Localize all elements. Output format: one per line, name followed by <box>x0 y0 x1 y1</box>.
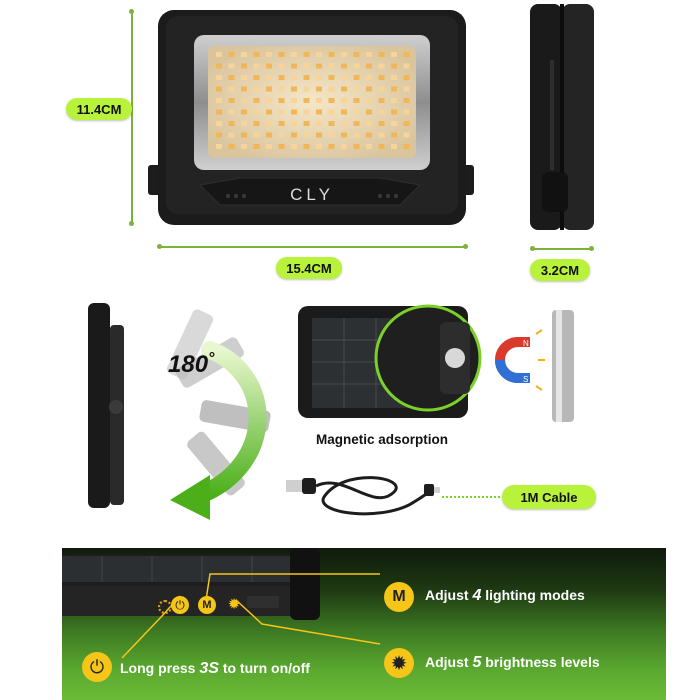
magnetic-illustration: N S <box>290 300 600 430</box>
mode-feature-badge: M <box>384 582 414 612</box>
power-suffix: to turn on/off <box>218 660 310 676</box>
power-feature-text: Long press 3S to turn on/off <box>120 660 310 678</box>
height-dimension-end-top <box>129 9 134 14</box>
sun-brightness-icon: ✹ <box>390 652 408 675</box>
modes-feature-text: Adjust 4 lighting modes <box>425 587 585 605</box>
sun-brightness-icon: ✹ <box>227 596 241 613</box>
front-view: CLY <box>130 0 510 290</box>
side-view <box>520 0 610 240</box>
modes-suffix: lighting modes <box>481 587 585 603</box>
cable-leader-line <box>442 496 504 498</box>
magnet-south-label: S <box>523 375 528 384</box>
magnet-north-label: N <box>523 339 529 348</box>
brand-logo: CLY <box>290 185 334 204</box>
power-number: 3S <box>199 660 219 677</box>
magnetic-caption: Magnetic adsorption <box>316 432 449 447</box>
brightness-feature-text: Adjust 5 brightness levels <box>425 654 600 672</box>
depth-badge: 3.2CM <box>530 259 590 281</box>
modes-number: 4 <box>472 587 482 604</box>
floodlight-front-illustration: CLY <box>148 10 474 225</box>
usb-cable-icon <box>286 476 440 516</box>
height-dimension-end-bottom <box>129 221 134 226</box>
rotation-angle-label: 180° <box>168 350 214 379</box>
power-icon: ⏻ <box>89 656 105 677</box>
feature-banner <box>62 548 666 700</box>
power-feature-badge: ⏻ <box>82 652 112 682</box>
height-badge: 11.4CM <box>66 98 132 120</box>
magnet-icon <box>495 337 530 383</box>
rotation-arrow-icon <box>170 475 210 520</box>
modes-prefix: Adjust <box>425 587 473 603</box>
brightness-suffix: brightness levels <box>481 654 600 670</box>
mode-m-icon: M <box>202 599 212 611</box>
panel-sun-dots <box>158 600 172 614</box>
power-icon: ⏻ <box>175 597 185 612</box>
width-dimension-end-left <box>157 244 162 249</box>
width-badge: 15.4CM <box>276 257 342 279</box>
brightness-prefix: Adjust <box>425 654 473 670</box>
height-dimension-line <box>131 12 133 224</box>
panel-mode-button[interactable]: M <box>198 596 216 614</box>
rotation-angle-value: 180 <box>168 351 209 378</box>
depth-dimension-end-right <box>589 246 594 251</box>
brightness-feature-badge: ✹ <box>384 648 414 678</box>
panel-brightness-button[interactable]: ✹ <box>226 597 242 613</box>
power-prefix: Long press <box>120 660 200 676</box>
brightness-number: 5 <box>472 654 482 671</box>
panel-power-button[interactable]: ⏻ <box>171 596 189 614</box>
cable-illustration <box>284 462 444 524</box>
depth-dimension-end-left <box>530 246 535 251</box>
width-dimension-line <box>160 246 466 248</box>
depth-dimension-line <box>532 248 592 250</box>
cable-badge: 1M Cable <box>502 485 596 509</box>
floodlight-side-illustration <box>530 4 594 230</box>
rotation-degree-symbol: ° <box>208 350 215 367</box>
width-dimension-end-right <box>463 244 468 249</box>
control-panel-illustration <box>62 548 381 659</box>
rotation-illustration <box>70 295 300 520</box>
mode-m-icon: M <box>392 588 406 605</box>
